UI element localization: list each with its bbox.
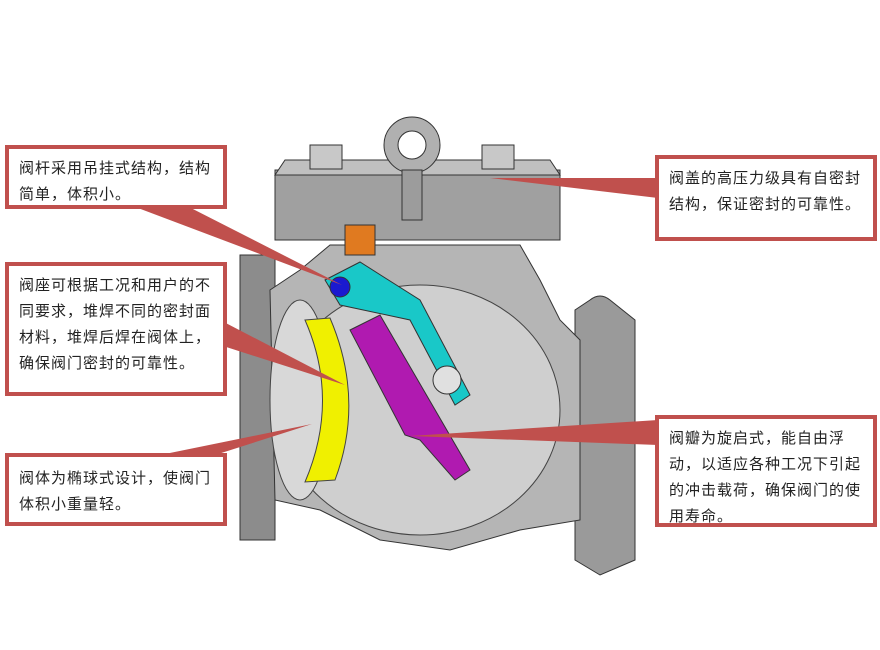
callout-body: 阀体为椭球式设计，使阀门体积小重量轻。 [5, 453, 227, 526]
hinge-pin [329, 276, 351, 298]
valve-disc [349, 314, 471, 481]
callout-disc: 阀瓣为旋启式，能自由浮动，以适应各种工况下引起的冲击载荷，确保阀门的使用寿命。 [655, 415, 877, 527]
callout-seat: 阀座可根据工况和用户的不同要求，堆焊不同的密封面材料，堆焊后焊在阀体上，确保阀门… [5, 262, 227, 396]
callout-stem: 阀杆采用吊挂式结构，结构简单，体积小。 [5, 145, 227, 209]
hinge-arm [324, 261, 471, 406]
callout-pointers [130, 178, 658, 455]
eyebolt-icon [383, 116, 441, 221]
bolt-nuts [309, 144, 515, 170]
hanger-nut [344, 224, 376, 256]
callout-bonnet: 阀盖的高压力级具有自密封结构，保证密封的可靠性。 [655, 155, 877, 241]
